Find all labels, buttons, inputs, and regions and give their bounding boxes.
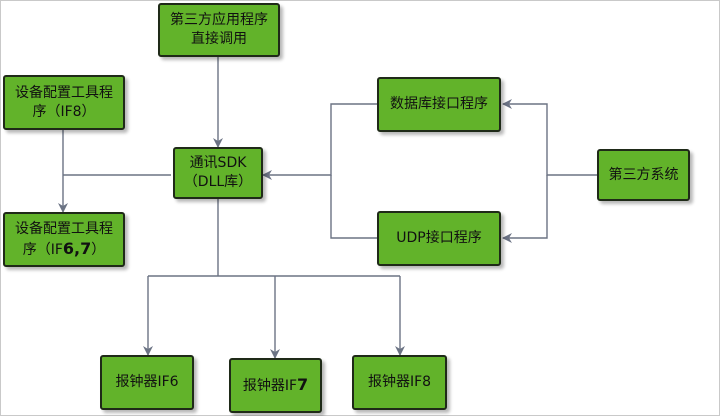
third-party-app-line2: 直接调用 (191, 31, 247, 47)
clock-if8-node[interactable]: 报钟器IF8 (352, 355, 447, 410)
config-tool-if67-node[interactable]: 设备配置工具程 序（IF6,7） (3, 212, 125, 267)
connector-database-interface-to-sdk (262, 103, 377, 180)
third-party-system-label: 第三方系统 (608, 166, 679, 183)
config-tool-if67-line1: 设备配置工具程 (15, 220, 113, 237)
clock-if7-label-prefix: 报钟器IF (242, 378, 298, 394)
connector-sdk-to-bus (148, 199, 400, 277)
database-interface-node[interactable]: 数据库接口程序 (377, 77, 501, 132)
connector-system-to-database-interface (502, 99, 597, 176)
config-tool-if8-node[interactable]: 设备配置工具程 序（IF8） (3, 75, 125, 130)
connector-system-to-udp-interface (502, 175, 548, 243)
clock-if7-label-model: 7 (297, 375, 309, 394)
comm-sdk-line2: （DLL库） (183, 174, 253, 190)
config-tool-if67-line2-prefix: 序（IF (22, 241, 63, 258)
clock-if7-node[interactable]: 报钟器IF7 (229, 358, 322, 413)
connector-config-tools-to-sdk (63, 130, 171, 212)
third-party-system-node[interactable]: 第三方系统 (597, 149, 690, 201)
database-interface-label: 数据库接口程序 (390, 96, 488, 112)
clock-if6-node[interactable]: 报钟器IF6 (100, 355, 194, 410)
config-tool-if67-line2-models: 6,7 (62, 238, 92, 258)
clock-if7-label: 报钟器IF7 (243, 375, 308, 396)
comm-sdk-line1: 通讯SDK (189, 155, 247, 171)
config-tool-if67-line2-suffix: ） (91, 241, 106, 258)
config-tool-if8-line1: 设备配置工具程 (15, 84, 113, 101)
comm-sdk-node[interactable]: 通讯SDK （DLL库） (173, 147, 263, 199)
third-party-app-line1: 第三方应用程序 (170, 12, 268, 28)
connector-udp-interface-to-sdk (330, 175, 377, 239)
third-party-app-node[interactable]: 第三方应用程序 直接调用 (158, 3, 280, 57)
config-tool-if8-line2: 序（IF8） (32, 103, 96, 120)
clock-if8-label: 报钟器IF8 (367, 374, 432, 390)
udp-interface-label: UDP接口程序 (396, 230, 482, 246)
config-tool-if67-line2: 序（IF6,7） (15, 239, 113, 260)
clock-if6-label: 报钟器IF6 (115, 374, 179, 390)
udp-interface-node[interactable]: UDP接口程序 (377, 211, 501, 266)
